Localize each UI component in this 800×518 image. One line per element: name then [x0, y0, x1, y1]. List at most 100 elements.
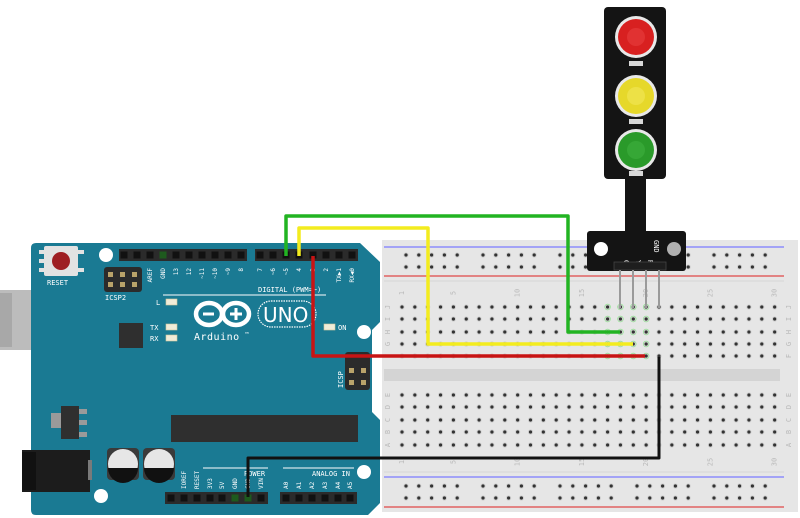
breadboard-hole[interactable] — [618, 418, 623, 422]
breadboard-hole[interactable] — [695, 317, 700, 321]
breadboard-hole[interactable] — [477, 317, 481, 321]
breadboard-hole[interactable] — [567, 430, 571, 434]
breadboard-hole[interactable] — [734, 305, 738, 309]
breadboard-hole[interactable] — [464, 405, 468, 409]
breadboard-hole[interactable] — [773, 405, 777, 409]
breadboard-hole[interactable] — [567, 393, 571, 397]
rail-hole[interactable] — [584, 253, 588, 257]
breadboard-hole[interactable] — [721, 418, 725, 422]
rail-hole[interactable] — [442, 496, 446, 500]
breadboard-hole[interactable] — [438, 305, 443, 309]
rail-hole[interactable] — [404, 253, 408, 257]
breadboard-hole[interactable] — [451, 430, 455, 434]
wire-yellow[interactable] — [297, 226, 633, 346]
rail-hole[interactable] — [430, 265, 434, 269]
rail-hole[interactable] — [712, 265, 716, 269]
breadboard-hole[interactable] — [516, 305, 520, 309]
wire-black[interactable] — [246, 357, 661, 497]
rail-hole[interactable] — [725, 265, 729, 269]
breadboard-hole[interactable] — [695, 430, 700, 434]
breadboard-hole[interactable] — [528, 405, 533, 409]
rail-hole[interactable] — [635, 496, 639, 500]
breadboard-hole[interactable] — [708, 354, 713, 358]
rail-hole[interactable] — [686, 253, 690, 257]
breadboard-hole[interactable] — [528, 330, 533, 334]
rail-hole[interactable] — [494, 496, 498, 500]
rail-hole[interactable] — [648, 496, 652, 500]
breadboard-hole[interactable] — [695, 342, 700, 346]
rail-hole[interactable] — [558, 496, 562, 500]
rail-hole[interactable] — [481, 265, 485, 269]
rail-hole[interactable] — [430, 496, 434, 500]
breadboard-hole[interactable] — [516, 418, 520, 422]
breadboard-hole[interactable] — [708, 342, 713, 346]
breadboard-hole[interactable] — [606, 393, 610, 397]
rail-hole[interactable] — [763, 484, 767, 488]
breadboard-hole[interactable] — [747, 342, 751, 346]
rail-hole[interactable] — [763, 265, 767, 269]
rail-hole[interactable] — [571, 484, 575, 488]
breadboard-hole[interactable] — [708, 430, 713, 434]
breadboard-hole[interactable] — [670, 430, 674, 434]
breadboard-hole[interactable] — [670, 330, 674, 334]
breadboard-hole[interactable] — [644, 418, 648, 422]
breadboard-hole[interactable] — [451, 418, 455, 422]
breadboard-hole[interactable] — [760, 405, 764, 409]
breadboard-hole[interactable] — [773, 342, 777, 346]
breadboard-hole[interactable] — [438, 317, 443, 321]
breadboard-hole[interactable] — [438, 393, 443, 397]
rail-hole[interactable] — [584, 265, 588, 269]
breadboard-hole[interactable] — [464, 430, 468, 434]
breadboard-hole[interactable] — [657, 330, 661, 334]
header-pin[interactable] — [282, 494, 290, 502]
breadboard-hole[interactable] — [670, 443, 674, 447]
rail-hole[interactable] — [507, 484, 511, 488]
rail-hole[interactable] — [673, 496, 678, 500]
breadboard-hole[interactable] — [400, 430, 404, 434]
breadboard-hole[interactable] — [606, 430, 610, 434]
breadboard-hole[interactable] — [721, 305, 725, 309]
rail-hole[interactable] — [532, 253, 536, 257]
rail-hole[interactable] — [519, 496, 524, 500]
wire-red[interactable] — [311, 256, 645, 358]
rail-hole[interactable] — [481, 496, 485, 500]
breadboard-hole[interactable] — [503, 443, 507, 447]
rail-hole[interactable] — [584, 484, 588, 488]
breadboard-hole[interactable] — [426, 405, 430, 409]
rail-hole[interactable] — [763, 496, 767, 500]
breadboard-hole[interactable] — [516, 317, 520, 321]
breadboard-hole[interactable] — [528, 305, 533, 309]
breadboard-hole[interactable] — [451, 405, 455, 409]
header-pin[interactable] — [321, 494, 329, 502]
breadboard-hole[interactable] — [644, 393, 648, 397]
rail-hole[interactable] — [558, 484, 562, 488]
rail-hole[interactable] — [519, 484, 524, 488]
breadboard-hole[interactable] — [554, 443, 558, 447]
breadboard-hole[interactable] — [670, 393, 674, 397]
breadboard-hole[interactable] — [760, 393, 764, 397]
breadboard-hole[interactable] — [567, 443, 571, 447]
breadboard-hole[interactable] — [541, 430, 545, 434]
breadboard-hole[interactable] — [451, 393, 455, 397]
rail-hole[interactable] — [712, 484, 716, 488]
rail-hole[interactable] — [558, 253, 562, 257]
rail-hole[interactable] — [430, 484, 434, 488]
breadboard-hole[interactable] — [747, 418, 751, 422]
breadboard-hole[interactable] — [708, 305, 713, 309]
breadboard-hole[interactable] — [670, 317, 674, 321]
rail-hole[interactable] — [725, 253, 729, 257]
breadboard-hole[interactable] — [773, 354, 777, 358]
breadboard-hole[interactable] — [683, 418, 687, 422]
breadboard-hole[interactable] — [683, 393, 687, 397]
rail-hole[interactable] — [750, 496, 755, 500]
breadboard-hole[interactable] — [528, 317, 533, 321]
breadboard-hole[interactable] — [644, 354, 648, 358]
breadboard-hole[interactable] — [528, 443, 533, 447]
breadboard-hole[interactable] — [477, 418, 481, 422]
breadboard-hole[interactable] — [451, 305, 455, 309]
rail-hole[interactable] — [596, 484, 601, 488]
header-pin[interactable] — [224, 251, 232, 259]
breadboard-hole[interactable] — [670, 354, 674, 358]
breadboard-hole[interactable] — [631, 317, 635, 321]
breadboard-hole[interactable] — [708, 405, 713, 409]
